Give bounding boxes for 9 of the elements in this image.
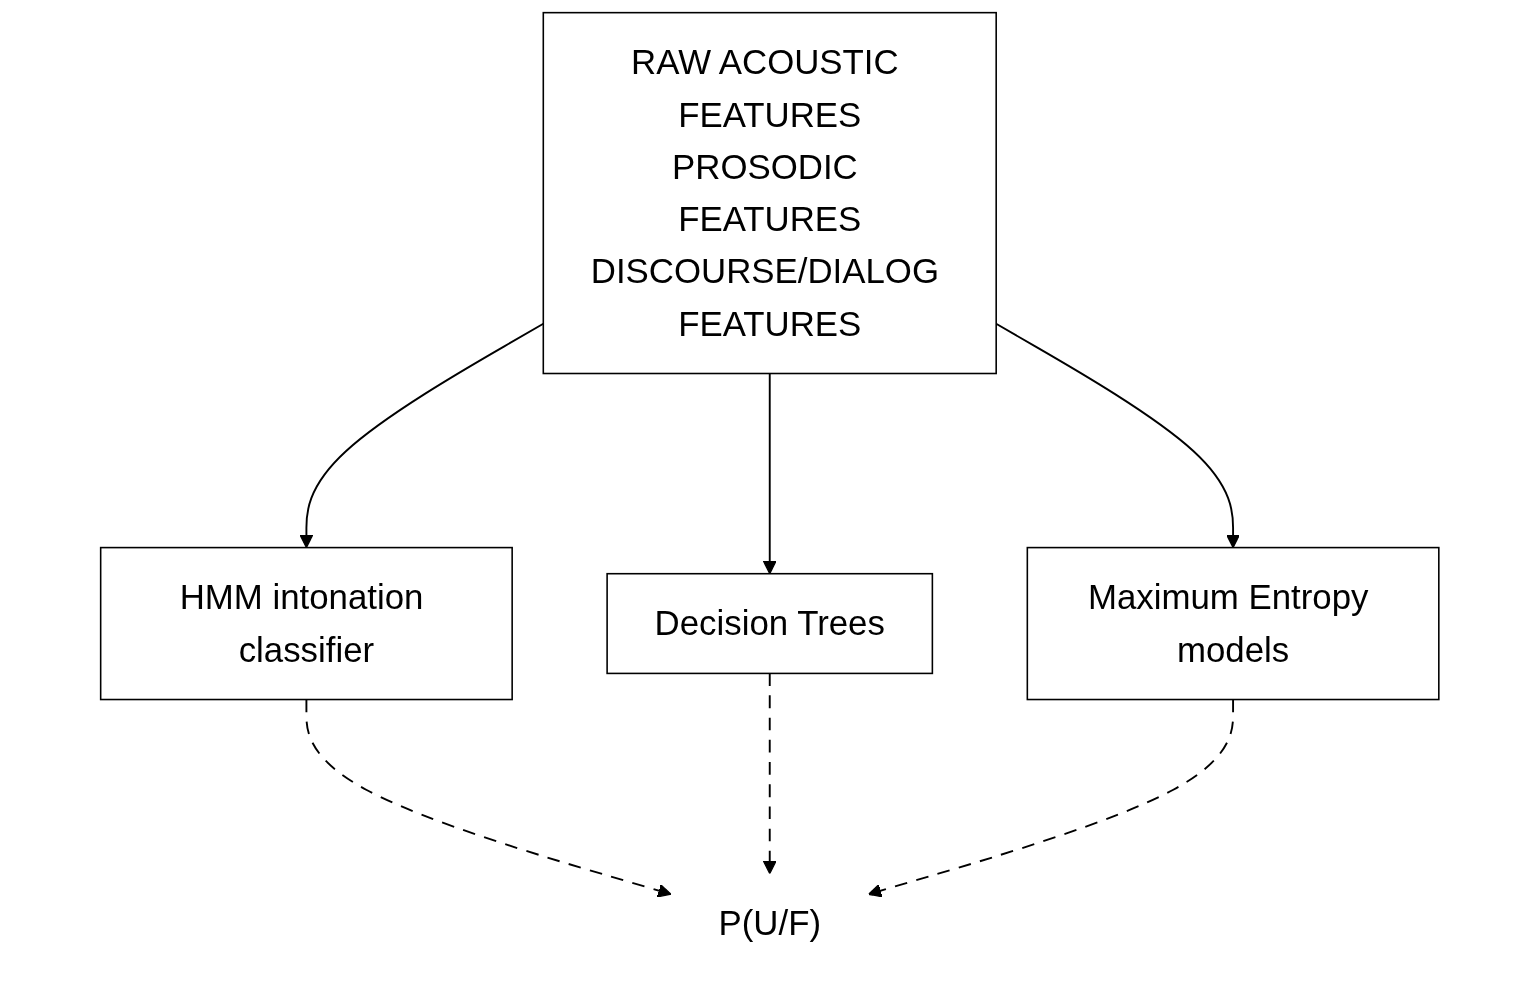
node-box: Decision Trees: [606, 572, 934, 675]
arrow: [305, 698, 672, 898]
arrow: [763, 372, 777, 575]
node-box: RAW ACOUSTIC FEATURES PROSODIC FEATURES DISCOURSE/DIALOG FEATURES: [542, 11, 998, 375]
node-box: Maximum Entropy models: [1026, 546, 1440, 701]
arrow: [763, 672, 777, 875]
node-box: HMM intonation classifier: [100, 546, 514, 701]
arrow: [868, 698, 1235, 898]
node-text: P(U/F): [718, 903, 822, 944]
